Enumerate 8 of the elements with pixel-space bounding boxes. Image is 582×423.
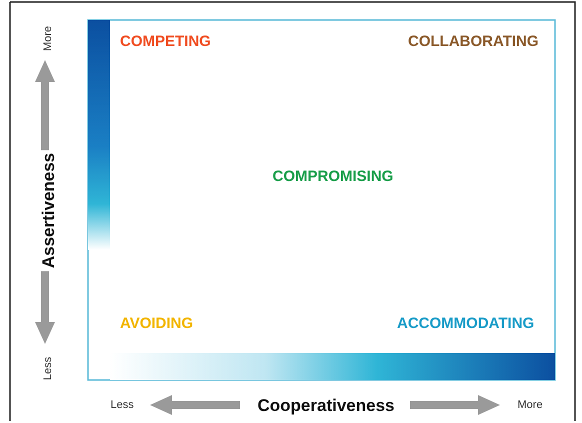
mode-label: COMPETING	[120, 34, 211, 49]
mode-label: AVOIDING	[120, 316, 194, 331]
axis-end-label: Less	[110, 400, 134, 410]
mode-label: COMPROMISING	[272, 168, 394, 184]
axis-title: Assertiveness	[40, 149, 57, 271]
mode-label: COLLABORATING	[408, 34, 539, 49]
mode-label: ACCOMMODATING	[397, 316, 534, 331]
axis-end-label: More	[518, 400, 543, 410]
